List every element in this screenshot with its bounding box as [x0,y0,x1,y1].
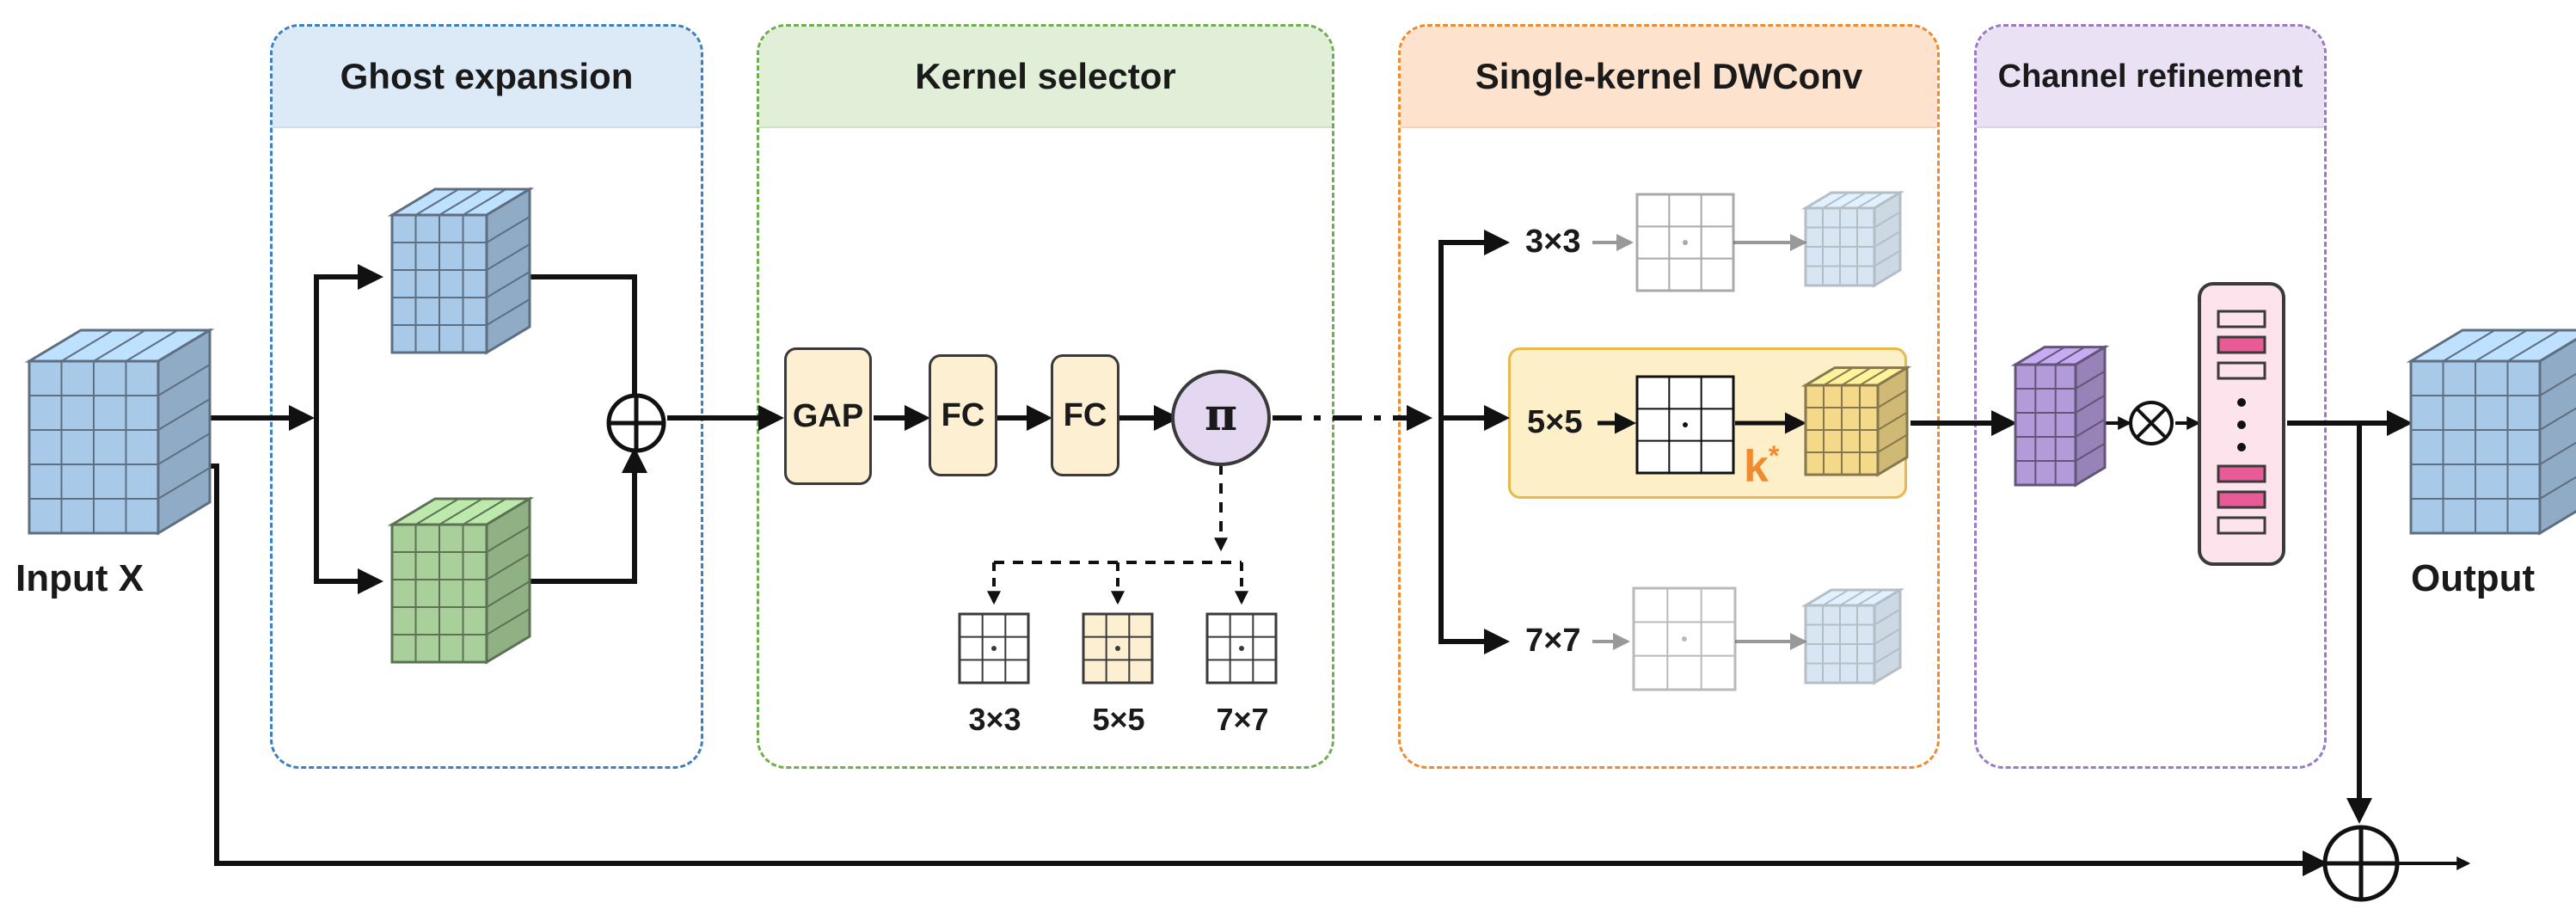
dw-out-cube-7x7 [1800,587,1905,685]
pi-symbol: π [1204,389,1238,441]
sum-node-output [2322,825,2400,902]
panel-dwconv-title: Single-kernel DWConv [1401,27,1937,128]
gap-box: GAP [784,347,872,485]
candidate-label-3x3: 3×3 [968,702,1021,737]
dw-out-cube-5x5 [1800,365,1912,477]
fc2-box: FC [1051,354,1119,476]
arrow-bottom-to-sum [524,447,647,584]
ghost-cube-blue [387,187,535,355]
branch-label-3x3: 3×3 [1525,224,1581,260]
input-label: Input X [15,557,144,599]
pi-node [1171,370,1271,466]
dw-kernel-grid-7x7 [1632,586,1737,691]
fc1-box: FC [929,354,997,476]
sum-node-ghost [606,393,666,453]
arrow-ghost-split-top [314,264,383,418]
output-label: Output [2411,557,2536,599]
dw-kernel-grid-3x3 [1635,193,1735,292]
output-tensor [2406,328,2576,536]
branch-label-7x7: 7×7 [1525,623,1581,659]
ghost-cube-green [387,496,535,665]
arrow-dw-split-bottom [1438,418,1510,654]
input-tensor [24,328,215,536]
candidate-label-7x7: 7×7 [1216,702,1269,737]
selected-kernel-mark: k* [1744,440,1779,492]
panel-ghost-title: Ghost expansion [273,27,701,128]
channel-weight-vector [2198,282,2285,566]
candidate-grid-7x7 [1205,612,1278,685]
arrow-top-to-sum [524,274,637,397]
candidate-grid-3x3 [958,612,1030,685]
selected-kernel-star: * [1768,440,1780,471]
candidate-label-5x5: 5×5 [1092,702,1145,737]
selected-kernel-k: k [1744,441,1769,492]
refine-cube-purple [2010,344,2110,488]
panel-refine-title: Channel refinement [1977,27,2324,128]
branch-label-5x5: 5×5 [1527,404,1583,440]
dw-kernel-grid-5x5 [1635,375,1735,475]
dw-out-cube-3x3 [1800,190,1905,288]
candidate-grid-5x5 [1082,612,1154,685]
arrow-dw-split-top [1438,230,1510,418]
multiply-node [2129,401,2174,445]
arrow-ghost-split-bottom [314,418,383,594]
panel-selector-title: Kernel selector [759,27,1332,128]
